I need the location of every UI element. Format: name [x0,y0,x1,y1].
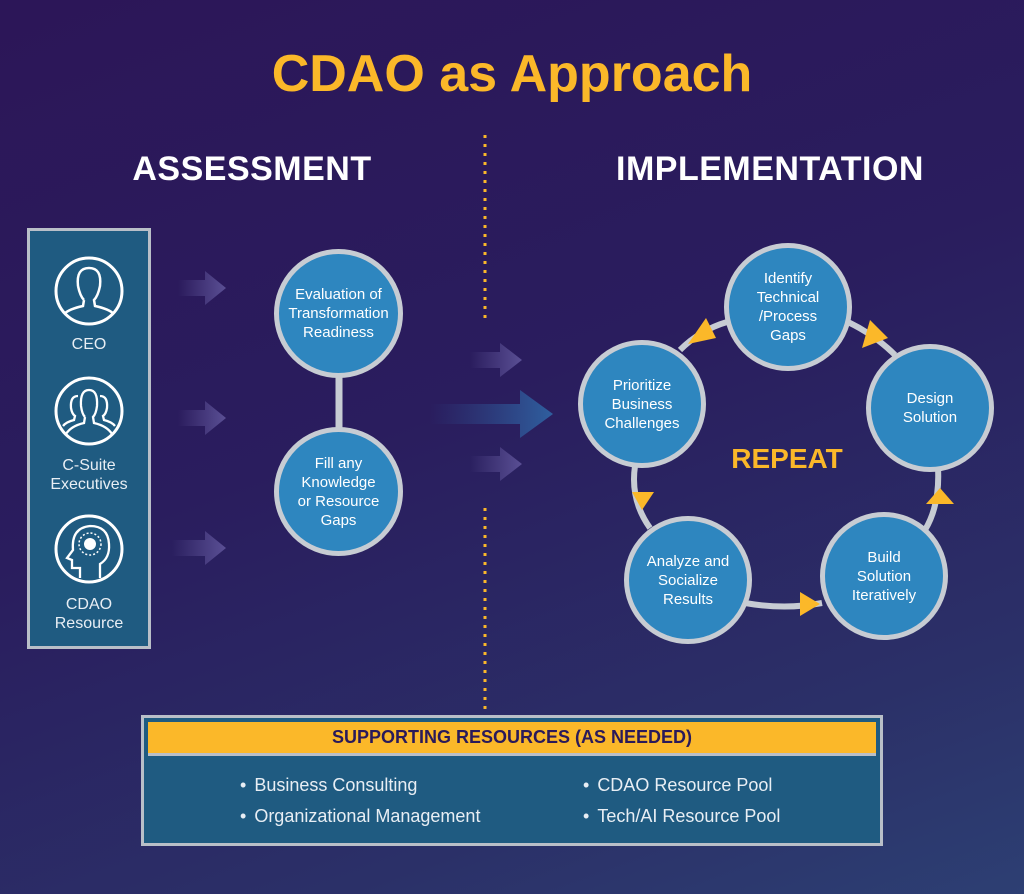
person-icon [54,256,124,326]
role-arrow [172,531,226,565]
group-icon [54,376,124,446]
page-title: CDAO as Approach [271,45,753,103]
resource-item: Tech/AI Resource Pool [583,806,780,827]
role-cdao-resource: CDAO Resource [54,596,124,632]
section-implementation: IMPLEMENTATION [616,150,924,188]
resource-item: CDAO Resource Pool [583,775,772,796]
supporting-resources: SUPPORTING RESOURCES (AS NEEDED) Busines… [141,715,883,846]
step-evaluation: Evaluation of Transformation Readiness [274,249,403,378]
cycle-arrowheads [632,318,954,616]
head-gear-icon [54,514,124,584]
role-arrow [178,401,226,435]
step-fill-gaps: Fill any Knowledge or Resource Gaps [274,427,403,556]
impl-arrow [470,447,522,481]
cycle-prioritize: Prioritize Business Challenges [578,340,706,468]
cycle-identify: Identify Technical /Process Gaps [724,243,852,371]
role-ceo: CEO [71,336,107,353]
roles-panel: CEO C-Suite Executives CDAO Resource [27,228,151,649]
impl-arrow [470,343,522,377]
repeat-label: REPEAT [731,443,843,474]
role-arrow [178,271,226,305]
cycle-analyze: Analyze and Socialize Results [624,516,752,644]
cycle-build: Build Solution Iteratively [820,512,948,640]
big-arrow [430,390,553,438]
role-c-suite: C-Suite Executives [50,457,128,493]
supporting-heading: SUPPORTING RESOURCES (AS NEEDED) [148,722,876,756]
section-assessment: ASSESSMENT [132,150,372,188]
resource-item: Organizational Management [240,806,480,827]
resource-item: Business Consulting [240,775,417,796]
cycle-design: Design Solution [866,344,994,472]
